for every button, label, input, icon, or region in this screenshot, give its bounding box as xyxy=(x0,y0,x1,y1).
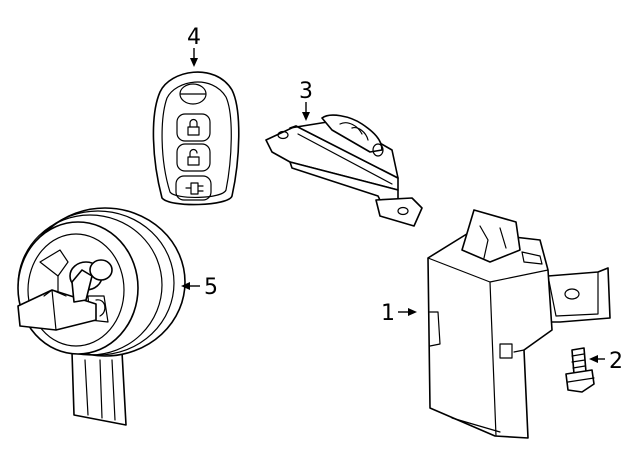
callout-3-label: 3 xyxy=(299,79,313,104)
callout-4-label: 4 xyxy=(187,25,201,50)
callout-1: 1 xyxy=(381,301,417,326)
callout-1-label: 1 xyxy=(381,301,395,326)
callout-5: 5 xyxy=(181,275,218,300)
callout-5-label: 5 xyxy=(204,275,218,300)
callout-2-label: 2 xyxy=(609,349,623,374)
callout-3: 3 xyxy=(299,79,313,121)
antenna-module-part xyxy=(265,114,423,227)
control-module-part xyxy=(427,209,611,439)
key-fob-part xyxy=(152,71,240,206)
callout-4: 4 xyxy=(187,25,201,67)
horn-part xyxy=(17,207,186,426)
callout-2: 2 xyxy=(589,349,623,374)
bolt-part xyxy=(565,347,595,393)
